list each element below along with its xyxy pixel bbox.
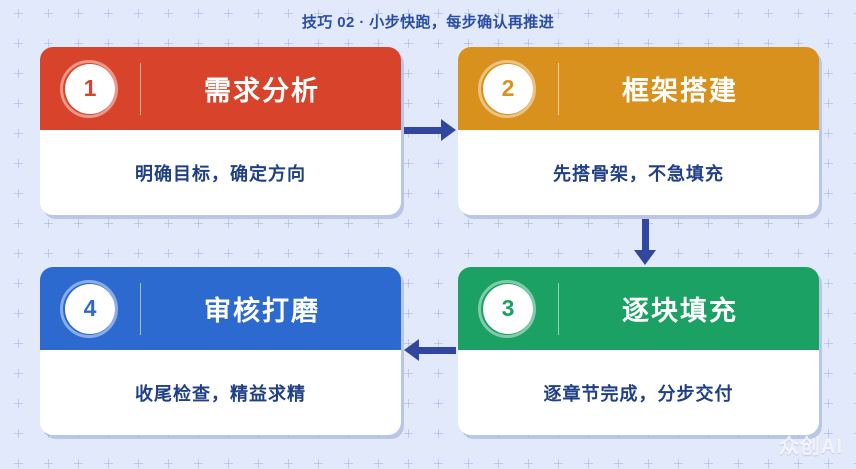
step-card-3-title: 逐块填充 — [622, 296, 738, 326]
step-card-2[interactable]: 2 框架搭建 先搭骨架，不急填充 — [458, 47, 819, 215]
watermark-logo: 众创AI — [779, 436, 843, 458]
arrow-head — [634, 250, 656, 265]
step-number-badge-2: 2 — [483, 63, 533, 114]
header-divider — [140, 63, 141, 115]
step-card-2-description: 先搭骨架，不急填充 — [553, 163, 724, 184]
step-card-2-header: 2 框架搭建 — [458, 47, 819, 130]
page-title: 技巧 02 · 小步快跑，每步确认再推进 — [301, 14, 555, 31]
step-card-4-header: 4 审核打磨 — [40, 267, 401, 350]
step-card-2-title: 框架搭建 — [622, 76, 738, 106]
arrow-shaft — [419, 346, 456, 354]
arrow-shaft — [404, 126, 441, 134]
step-card-1[interactable]: 1 需求分析 明确目标，确定方向 — [40, 47, 401, 215]
step-card-1-description: 明确目标，确定方向 — [135, 163, 306, 184]
header-divider — [558, 63, 559, 115]
arrow-left-icon — [404, 339, 456, 361]
arrow-head — [404, 339, 419, 361]
step-card-3-description: 逐章节完成，分步交付 — [543, 383, 734, 404]
step-number-badge-3: 3 — [483, 283, 533, 334]
step-card-3-header: 3 逐块填充 — [458, 267, 819, 350]
step-number-badge-1: 1 — [65, 63, 115, 114]
arrow-shaft — [641, 219, 649, 250]
step-card-4[interactable]: 4 审核打磨 收尾检查，精益求精 — [40, 267, 401, 435]
step-card-3[interactable]: 3 逐块填充 逐章节完成，分步交付 — [458, 267, 819, 435]
step-card-4-title: 审核打磨 — [204, 296, 320, 326]
step-number-badge-4: 4 — [65, 283, 115, 334]
step-card-1-header: 1 需求分析 — [40, 47, 401, 130]
step-card-4-description: 收尾检查，精益求精 — [135, 383, 306, 404]
step-card-1-title: 需求分析 — [204, 76, 320, 106]
arrow-down-icon — [634, 219, 656, 265]
arrow-head — [441, 119, 456, 141]
header-divider — [140, 283, 141, 335]
header-divider — [558, 283, 559, 335]
arrow-right-icon — [404, 119, 456, 141]
